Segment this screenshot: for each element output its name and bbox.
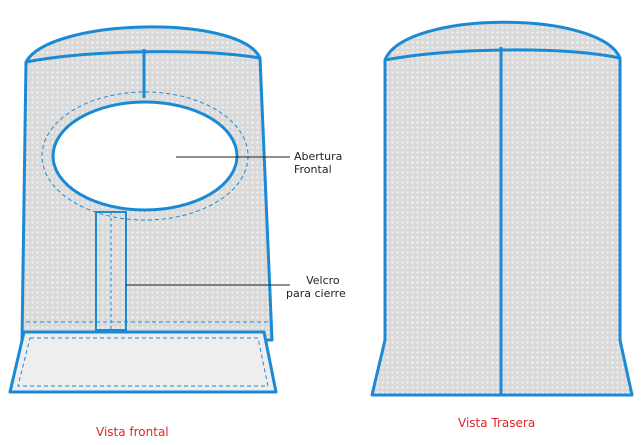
front-view-caption: Vista frontal (96, 425, 169, 439)
velcro-label-line2: para cierre (286, 287, 346, 300)
velcro-label: Velcro para cierre (286, 274, 346, 300)
front-opening-dashed-outline (41, 91, 249, 221)
front-view (8, 25, 278, 394)
velcro-label-line1: Velcro (306, 274, 340, 287)
opening-label: Abertura Frontal (294, 150, 342, 176)
front-bottom-cuff (8, 330, 278, 394)
back-view (370, 20, 634, 397)
opening-label-line2: Frontal (294, 163, 332, 176)
back-cap-seam (384, 48, 621, 62)
front-opening (51, 100, 239, 212)
back-view-caption: Vista Trasera (458, 416, 536, 430)
opening-label-line1: Abertura (294, 150, 343, 163)
